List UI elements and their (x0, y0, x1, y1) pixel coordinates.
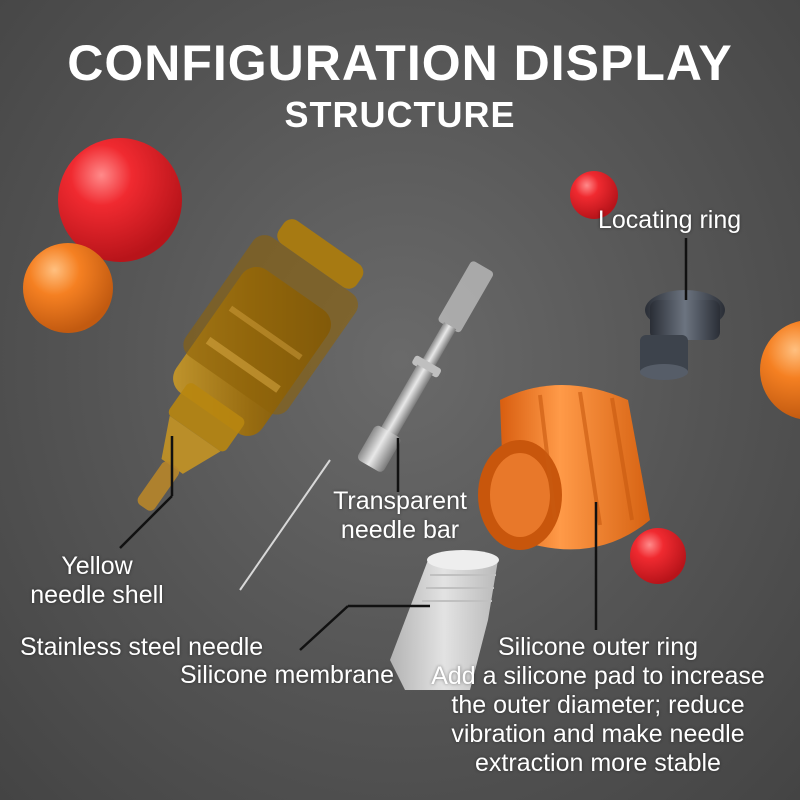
label-outer-ring-desc4: extraction more stable (475, 749, 721, 777)
label-outer-ring-desc1: Add a silicone pad to increase (431, 662, 765, 690)
silicone-membrane (390, 550, 499, 690)
orange-ball-right (760, 321, 800, 419)
label-stainless-needle: Stainless steel needle (20, 633, 264, 661)
label-outer-ring: Silicone outer ring Add a silicone pad t… (418, 633, 778, 778)
stainless-steel-needle (239, 459, 331, 591)
label-silicone-membrane: Silicone membrane (180, 661, 394, 689)
label-needle-shell: Yellow needle shell (22, 552, 172, 610)
label-needle-bar-line1: Transparent (333, 487, 467, 515)
label-needle-bar-line2: needle bar (340, 516, 460, 544)
label-needle-bar: Transparent needle bar (320, 487, 480, 545)
label-outer-ring-desc3: vibration and make needle (451, 720, 745, 748)
label-outer-ring-desc2: the outer diameter; reduce (451, 691, 745, 719)
leader-membrane (299, 605, 349, 651)
locating-ring (640, 290, 725, 380)
transparent-needle-bar (357, 261, 494, 472)
red-ball-large (58, 138, 182, 262)
leader-needle-shell-diag (119, 495, 173, 549)
leader-lines (119, 238, 688, 651)
label-outer-ring-title: Silicone outer ring (497, 633, 699, 661)
orange-ball-left (23, 243, 113, 333)
red-ball-small-bottom (630, 528, 686, 584)
red-ball-small-top (570, 171, 618, 219)
yellow-needle-shell (137, 219, 364, 511)
label-needle-shell-line2: needle shell (30, 581, 164, 609)
page-subtitle: STRUCTURE (284, 94, 516, 135)
page-title: CONFIGURATION DISPLAY (67, 35, 733, 91)
label-locating-ring: Locating ring (598, 206, 742, 234)
label-needle-shell-line1: Yellow (61, 552, 133, 580)
silicone-outer-ring (478, 385, 650, 550)
